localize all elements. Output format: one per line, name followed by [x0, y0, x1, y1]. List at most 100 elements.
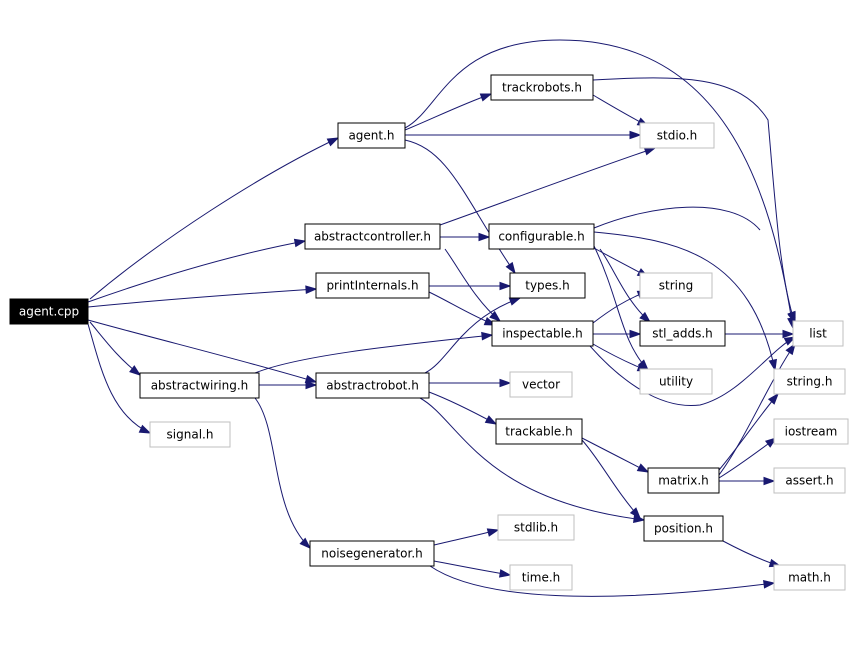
node-iostream[interactable]: iostream [773, 418, 849, 445]
node-box [773, 418, 849, 445]
arrow-head-icon [129, 365, 142, 376]
edge-abstractcontroller_h-to-configurable_h [440, 232, 491, 242]
arrow-head-icon [299, 537, 312, 550]
node-list[interactable]: list [792, 320, 844, 347]
arrow-head-icon [138, 424, 152, 434]
node-label: vector [522, 378, 560, 392]
edge-line [593, 231, 776, 371]
edge-matrix_h-to-assert_h [719, 476, 776, 486]
node-box [491, 320, 594, 347]
node-abstractrobot-h[interactable]: abstractrobot.h [315, 372, 430, 399]
node-label: math.h [788, 571, 831, 585]
arrow-head-icon [489, 310, 502, 322]
node-label: abstractcontroller.h [314, 230, 431, 244]
node-label: string.h [787, 375, 833, 389]
node-math-h[interactable]: math.h [773, 564, 846, 591]
node-matrix-h[interactable]: matrix.h [647, 467, 720, 494]
node-printinternals-h[interactable]: printInternals.h [315, 272, 430, 299]
node-label: time.h [522, 571, 561, 585]
arrow-head-icon [629, 130, 642, 140]
arrow-head-icon [499, 281, 512, 291]
node-box [139, 372, 260, 399]
arrow-head-icon [787, 310, 796, 324]
edge-inspectable_h-to-stl_adds_h [593, 329, 642, 339]
edge-agent_cpp-to-abstractcontroller_h [87, 238, 307, 303]
node-box [509, 564, 573, 591]
node-label: matrix.h [658, 474, 709, 488]
nodes-layer: agent.cpp agent.h trackrobots.h stdio.h abst… [9, 74, 849, 591]
arrow-head-icon [478, 232, 491, 242]
node-box [639, 122, 715, 149]
edge-line [589, 336, 796, 407]
node-stdlib-h[interactable]: stdlib.h [497, 514, 575, 541]
edge-abstractwiring_h-to-abstractrobot_h [259, 380, 318, 390]
node-trackable-h[interactable]: trackable.h [495, 418, 583, 445]
node-box [509, 371, 573, 398]
node-label: types.h [525, 279, 569, 293]
node-box [639, 368, 713, 395]
edge-line [87, 288, 317, 308]
arrow-head-icon [498, 569, 512, 578]
node-position-h[interactable]: position.h [643, 515, 724, 542]
edge-noisegenerator_h-to-math_h [429, 565, 776, 597]
node-box [639, 272, 713, 299]
edge-line [87, 323, 151, 434]
node-box [149, 421, 231, 448]
node-label: noisegenerator.h [321, 547, 423, 561]
node-string[interactable]: string [639, 272, 713, 299]
edge-position_h-to-math_h [722, 540, 782, 568]
node-box [490, 74, 594, 101]
node-label: inspectable.h [502, 327, 583, 341]
edge-line [433, 560, 511, 576]
node-label: position.h [654, 522, 713, 536]
edge-line [419, 397, 645, 521]
node-box [497, 514, 575, 541]
node-string-h[interactable]: string.h [773, 368, 846, 395]
edge-agent_h-to-list [404, 39, 796, 330]
edge-agent_cpp-to-abstractwiring_h [89, 321, 142, 376]
edge-abstractrobot_h-to-position_h [419, 397, 646, 524]
edges-layer [87, 39, 797, 597]
edge-line [404, 93, 492, 131]
node-box [488, 223, 595, 250]
edge-agent_cpp-to-printinternals_h [87, 285, 318, 308]
node-abstractwiring-h[interactable]: abstractwiring.h [139, 372, 260, 399]
edge-agent_cpp-to-abstractrobot_h [87, 319, 318, 384]
node-assert-h[interactable]: assert.h [773, 467, 846, 494]
node-label: stl_adds.h [652, 327, 713, 341]
edge-printinternals_h-to-types_h [428, 281, 512, 291]
node-noisegenerator-h[interactable]: noisegenerator.h [309, 540, 435, 567]
node-label: abstractwiring.h [151, 379, 249, 393]
node-stdio-h[interactable]: stdio.h [639, 122, 715, 149]
node-agent-h[interactable]: agent.h [337, 122, 406, 149]
node-box [639, 320, 726, 347]
edge-abstractrobot_h-to-trackable_h [428, 391, 498, 425]
node-label: iostream [785, 425, 838, 439]
node-time-h[interactable]: time.h [509, 564, 573, 591]
node-stl-adds-h[interactable]: stl_adds.h [639, 320, 726, 347]
node-abstractcontroller-h[interactable]: abstractcontroller.h [304, 223, 441, 250]
arrow-head-icon [767, 392, 779, 405]
node-box [643, 515, 724, 542]
arrow-head-icon [783, 336, 797, 346]
edge-line [581, 439, 641, 519]
arrow-head-icon [782, 329, 795, 339]
edge-line [254, 334, 493, 374]
node-signal-h[interactable]: signal.h [149, 421, 231, 448]
arrow-head-icon [768, 358, 777, 372]
node-trackrobots-h[interactable]: trackrobots.h [490, 74, 594, 101]
node-vector[interactable]: vector [509, 371, 573, 398]
edge-trackable_h-to-matrix_h [581, 437, 650, 473]
arrow-head-icon [304, 374, 318, 384]
node-inspectable-h[interactable]: inspectable.h [491, 320, 594, 347]
edge-noisegenerator_h-to-time_h [433, 560, 512, 578]
node-agent-cpp[interactable]: agent.cpp [9, 298, 89, 325]
edge-matrix_h-to-list [718, 342, 796, 476]
node-label: assert.h [785, 474, 833, 488]
node-types-h[interactable]: types.h [509, 272, 586, 299]
edge-line [429, 565, 775, 597]
arrow-head-icon [639, 311, 652, 323]
edge-agent_cpp-to-agent_h [89, 137, 340, 300]
node-configurable-h[interactable]: configurable.h [488, 223, 595, 250]
node-utility[interactable]: utility [639, 368, 713, 395]
